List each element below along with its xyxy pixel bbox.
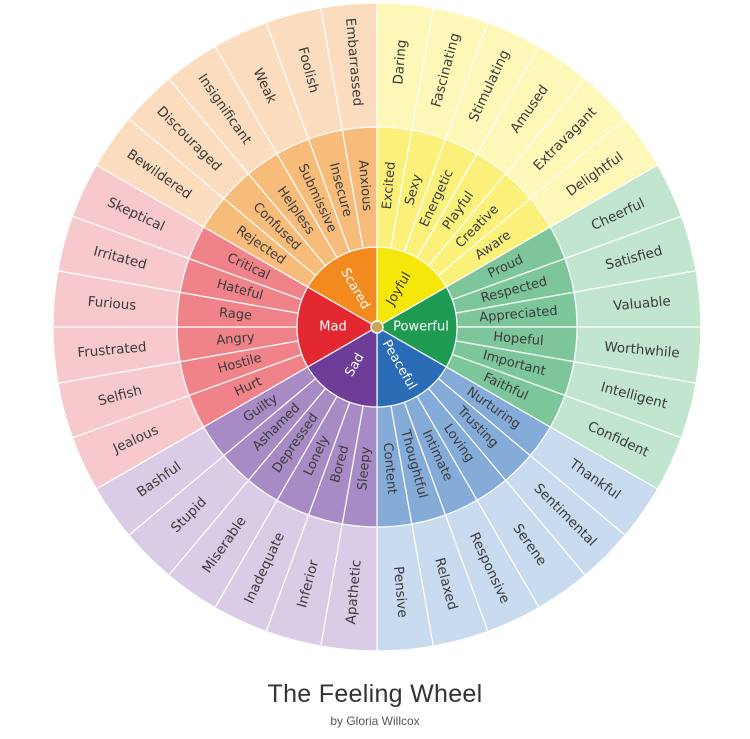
outer-label-embarrassed: Embarrassed <box>342 17 366 107</box>
middle-label-appreciated: Appreciated <box>479 304 559 326</box>
core-label-mad: Mad <box>319 320 346 335</box>
outer-label-pensive: Pensive <box>390 566 410 619</box>
middle-label-rage: Rage <box>218 306 252 324</box>
core-sector-powerful <box>375 286 458 368</box>
center-hub <box>370 320 384 334</box>
middle-label-excited: Excited <box>380 161 399 210</box>
outer-label-worthwhile: Worthwhile <box>604 339 681 362</box>
middle-label-content: Content <box>380 442 399 495</box>
outer-label-furious: Furious <box>87 294 137 314</box>
middle-label-angry: Angry <box>216 330 256 348</box>
core-sector-sad <box>306 325 378 408</box>
outer-label-frustrated: Frustrated <box>77 339 147 361</box>
outer-label-valuable: Valuable <box>613 293 672 314</box>
middle-label-sleepy: Sleepy <box>355 446 374 491</box>
core-label-powerful: Powerful <box>393 320 449 335</box>
outer-label-daring: Daring <box>390 39 410 85</box>
core-sector-mad <box>296 286 379 368</box>
outer-label-apathetic: Apathetic <box>343 559 365 625</box>
middle-label-anxious: Anxious <box>355 159 374 212</box>
byline: by Gloria Willcox <box>330 714 420 728</box>
core-sector-scared <box>306 246 378 329</box>
page-title: The Feeling Wheel <box>267 680 483 708</box>
core-sector-peaceful <box>376 325 448 408</box>
core-sector-joyful <box>376 246 448 329</box>
middle-label-hopeful: Hopeful <box>493 330 545 349</box>
feeling-wheel-svg: JealousSelfishFrustratedFuriousIrritated… <box>52 2 702 652</box>
